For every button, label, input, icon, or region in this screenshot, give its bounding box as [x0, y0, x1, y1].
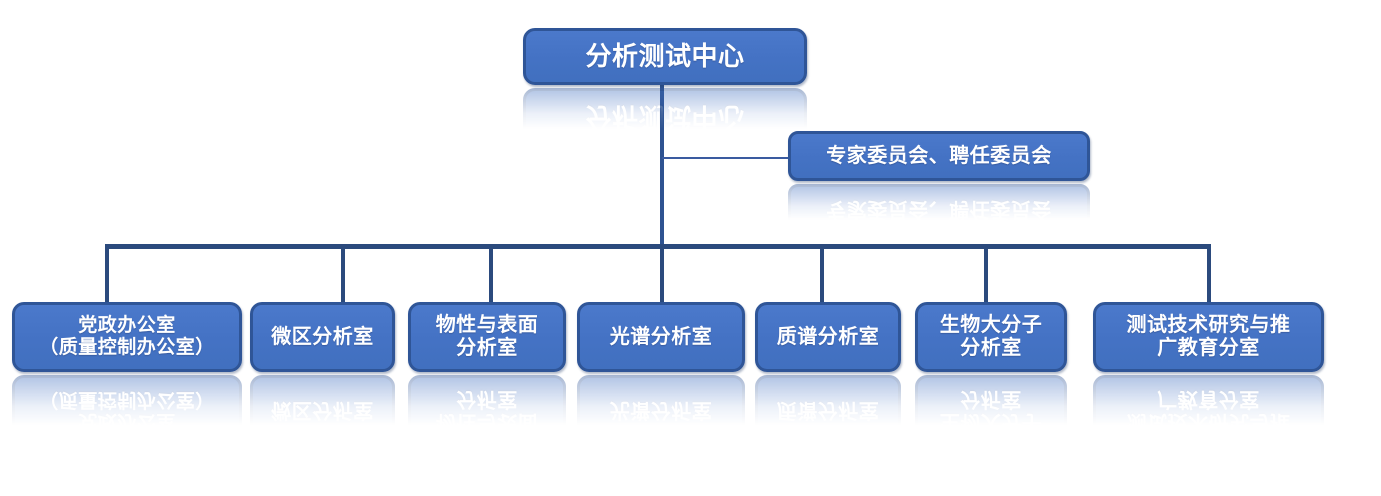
- connector-stub-dept-2: [341, 248, 345, 302]
- org-node-dept-1-box: 党政办公室 （质量控制办公室）: [12, 302, 242, 372]
- org-node-dept-7-label: 测试技术研究与推 广教育分室: [1126, 314, 1291, 359]
- org-node-root-label: 分析测试中心: [585, 40, 745, 71]
- org-node-dept-5: 质谱分析室 质谱分析室: [755, 302, 901, 445]
- org-node-root: 分析测试中心 分析测试中心: [523, 28, 807, 145]
- org-node-dept-6-reflection: 生物大分子 分析室: [915, 375, 1067, 445]
- org-node-dept-3-reflection: 物性与表面 分析室: [408, 375, 566, 445]
- org-node-dept-4-reflection: 光谱分析室: [577, 375, 745, 445]
- connector-stub-dept-7: [1207, 248, 1211, 302]
- org-node-dept-6: 生物大分子 分析室 生物大分子 分析室: [915, 302, 1067, 445]
- org-node-dept-7-box: 测试技术研究与推 广教育分室: [1093, 302, 1324, 372]
- connector-root-vertical: [660, 84, 664, 245]
- connector-stub-dept-5: [820, 248, 824, 302]
- org-node-root-box: 分析测试中心: [523, 28, 807, 85]
- connector-stub-dept-3: [489, 248, 493, 302]
- org-node-dept-1: 党政办公室 （质量控制办公室） 党政办公室 （质量控制办公室）: [12, 302, 242, 445]
- org-node-dept-3-box: 物性与表面 分析室: [408, 302, 566, 372]
- connector-stub-dept-6: [984, 248, 988, 302]
- org-node-dept-4-box: 光谱分析室: [577, 302, 745, 372]
- org-node-dept-1-reflection: 党政办公室 （质量控制办公室）: [12, 375, 242, 445]
- org-node-dept-6-box: 生物大分子 分析室: [915, 302, 1067, 372]
- connector-committee-branch: [662, 157, 789, 159]
- org-node-dept-3: 物性与表面 分析室 物性与表面 分析室: [408, 302, 566, 445]
- org-node-dept-7-reflection: 测试技术研究与推 广教育分室: [1093, 375, 1324, 445]
- org-node-committee-box: 专家委员会、聘任委员会: [788, 131, 1090, 181]
- org-node-dept-1-label: 党政办公室 （质量控制办公室）: [39, 315, 215, 358]
- connector-stub-dept-1: [105, 248, 109, 302]
- connector-stub-dept-4: [660, 248, 664, 302]
- org-node-dept-2-box: 微区分析室: [250, 302, 395, 372]
- org-node-dept-4-label: 光谱分析室: [609, 325, 713, 348]
- org-node-committee: 专家委员会、聘任委员会 专家委员会、聘任委员会: [788, 131, 1090, 234]
- org-node-dept-5-reflection: 质谱分析室: [755, 375, 901, 445]
- org-node-dept-2: 微区分析室 微区分析室: [250, 302, 395, 445]
- org-node-committee-reflection: 专家委员会、聘任委员会: [788, 184, 1090, 234]
- org-node-dept-5-label: 质谱分析室: [776, 325, 880, 348]
- org-node-dept-3-label: 物性与表面 分析室: [435, 314, 539, 359]
- org-node-dept-5-box: 质谱分析室: [755, 302, 901, 372]
- org-node-root-reflection: 分析测试中心: [523, 88, 807, 145]
- org-node-dept-7: 测试技术研究与推 广教育分室 测试技术研究与推 广教育分室: [1093, 302, 1324, 445]
- org-node-dept-2-label: 微区分析室: [271, 325, 374, 348]
- org-node-dept-6-label: 生物大分子 分析室: [939, 314, 1043, 359]
- org-node-dept-4: 光谱分析室 光谱分析室: [577, 302, 745, 445]
- org-node-dept-2-reflection: 微区分析室: [250, 375, 395, 445]
- connector-main-horizontal: [105, 244, 1211, 249]
- org-node-committee-label: 专家委员会、聘任委员会: [826, 144, 1052, 167]
